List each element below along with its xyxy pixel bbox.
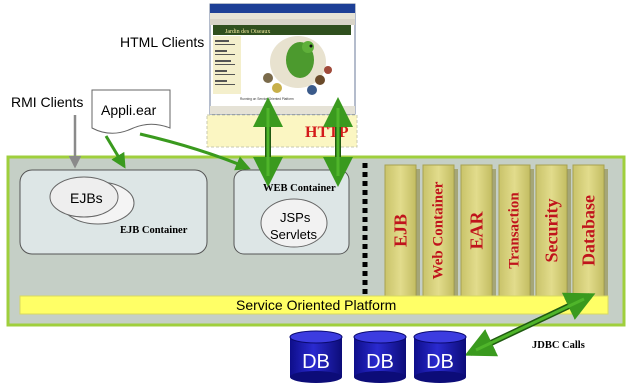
db-cylinder: DB bbox=[353, 330, 407, 383]
service-columns: EJB Web Container EAR Transaction Security Da… bbox=[384, 164, 608, 297]
ejb-container-label: EJB Container bbox=[120, 225, 188, 236]
http-label: HTTP bbox=[305, 124, 349, 141]
servlets-label: Servlets bbox=[270, 227, 317, 242]
service-column-security: Security bbox=[535, 164, 571, 297]
service-column-ejb: EJB bbox=[384, 164, 420, 297]
service-column-transaction: Transaction bbox=[498, 164, 534, 297]
jdbc-arrow-inner bbox=[475, 297, 585, 352]
ejbs-ellipse bbox=[49, 176, 119, 218]
db-label: DB bbox=[366, 351, 394, 373]
jdbc-calls-label: JDBC Calls bbox=[532, 340, 585, 351]
db-cylinder: DB bbox=[289, 330, 343, 383]
site-header-bar bbox=[213, 25, 351, 35]
db-label: DB bbox=[302, 351, 330, 373]
service-column-ear: EAR bbox=[460, 164, 496, 297]
rmi-clients-label: RMI Clients bbox=[11, 94, 83, 110]
jsps-servlets-ellipse bbox=[260, 198, 328, 248]
deploy-arrow-web bbox=[139, 132, 251, 171]
appli-ear-label: Appli.ear bbox=[101, 102, 157, 118]
databases: DB DB DB bbox=[289, 330, 467, 383]
site-title: Jardin des Oiseaux bbox=[225, 29, 270, 35]
bird-thumb-icon bbox=[307, 85, 317, 95]
bird-thumb-icon bbox=[263, 73, 273, 83]
ejbs-label: EJBs bbox=[70, 190, 103, 206]
bird-thumb-icon bbox=[315, 75, 325, 85]
platform-bar bbox=[19, 295, 609, 315]
service-label: EAR bbox=[467, 211, 487, 250]
service-label: Database bbox=[579, 195, 599, 266]
browser-window: Jardin des Oiseaux Running on Service Or… bbox=[209, 3, 356, 115]
service-column-web-container: Web Container bbox=[422, 164, 458, 297]
browser-footer-text: Running on Service Oriented Platform bbox=[240, 97, 294, 101]
db-cylinder: DB bbox=[413, 330, 467, 383]
db-label: DB bbox=[426, 351, 454, 373]
web-container-label: WEB Container bbox=[263, 183, 336, 194]
service-label: EJB bbox=[391, 214, 411, 247]
bird-thumb-icon bbox=[324, 66, 332, 74]
service-label: Transaction bbox=[507, 192, 523, 269]
service-label: Security bbox=[542, 199, 562, 263]
deploy-arrow-ejb bbox=[104, 135, 126, 169]
appli-ear-document bbox=[91, 89, 171, 134]
service-column-database: Database bbox=[572, 164, 608, 297]
sidebar-links bbox=[215, 40, 235, 85]
platform-label: Service Oriented Platform bbox=[236, 297, 396, 313]
bird-thumb-icon bbox=[272, 83, 282, 93]
html-clients-label: HTML Clients bbox=[120, 34, 204, 50]
jsps-label: JSPs bbox=[280, 210, 311, 225]
service-label: Web Container bbox=[431, 181, 447, 279]
